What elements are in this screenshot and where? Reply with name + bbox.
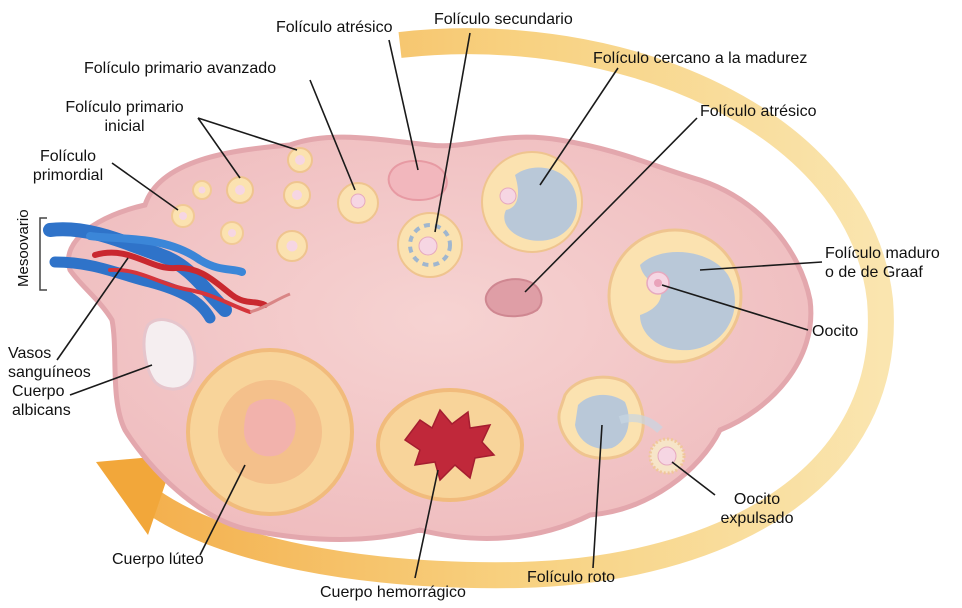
label-line: inicial xyxy=(52,117,197,136)
label-foliculo-primario-avanzado: Folículo primario avanzado xyxy=(84,59,276,78)
label-foliculo-roto: Folículo roto xyxy=(527,568,615,587)
label-line: expulsado xyxy=(712,509,802,528)
label-foliculo-primordial: Folículo primordial xyxy=(28,147,108,185)
label-mesoovario: Mesoovario xyxy=(15,223,33,287)
label-cuerpo-luteo: Cuerpo lúteo xyxy=(112,550,204,569)
graafian-follicle xyxy=(609,230,741,362)
label-oocito-expulsado: Oocito expulsado xyxy=(712,490,802,528)
label-foliculo-atresico-right: Folículo atrésico xyxy=(700,102,817,121)
label-foliculo-cercano: Folículo cercano a la madurez xyxy=(593,49,807,68)
secondary-follicle xyxy=(398,213,462,277)
label-oocito: Oocito xyxy=(812,322,858,341)
label-foliculo-primario-inicial: Folículo primario inicial xyxy=(52,98,197,136)
label-line: sanguíneos xyxy=(8,363,91,382)
primordial-oocyte xyxy=(199,187,206,194)
label-line: primordial xyxy=(28,166,108,185)
label-line: albicans xyxy=(12,401,71,420)
near-mature-follicle xyxy=(482,152,582,252)
primordial-oocyte xyxy=(179,212,187,220)
label-line: Folículo xyxy=(28,147,108,166)
label-line: Vasos xyxy=(8,344,91,363)
leader-primario-inicial-2 xyxy=(198,118,297,150)
label-vasos-sanguineos: Vasos sanguíneos xyxy=(8,344,91,382)
label-line: Cuerpo xyxy=(12,382,71,401)
corpus-hemorrhagicum xyxy=(378,390,522,500)
label-line: Folículo maduro xyxy=(825,244,940,263)
label-cuerpo-albicans: Cuerpo albicans xyxy=(12,382,71,420)
label-foliculo-maduro: Folículo maduro o de de Graaf xyxy=(825,244,940,282)
corpus-luteum xyxy=(188,350,352,514)
label-foliculo-atresico-top: Folículo atrésico xyxy=(276,18,393,37)
label-line: Oocito xyxy=(712,490,802,509)
label-line: o de de Graaf xyxy=(825,263,940,282)
label-line: Folículo primario xyxy=(52,98,197,117)
label-foliculo-secundario: Folículo secundario xyxy=(434,10,573,29)
primordial-oocyte xyxy=(228,229,236,237)
advanced-primary-follicle xyxy=(338,183,378,223)
label-cuerpo-hemorragico: Cuerpo hemorrágico xyxy=(320,583,466,602)
